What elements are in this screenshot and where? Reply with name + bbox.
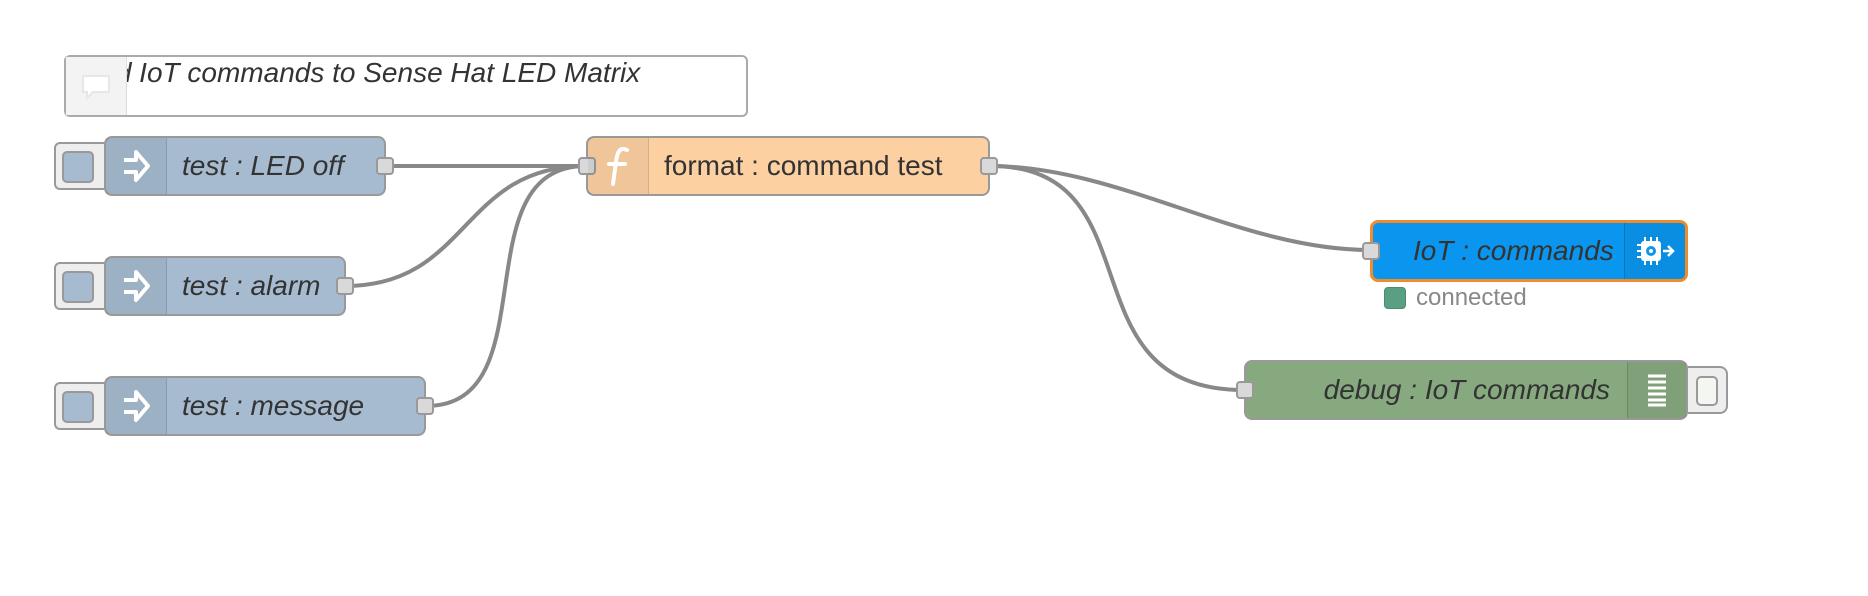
node-status: connected	[1384, 284, 1527, 312]
inject-node-led-off[interactable]: test : LED off	[104, 136, 394, 196]
inject-arrow-icon	[106, 258, 167, 314]
iot-out-node-commands[interactable]: IoT : commands	[1362, 220, 1688, 282]
input-port[interactable]	[578, 157, 596, 175]
status-text: connected	[1416, 284, 1527, 311]
input-port[interactable]	[1236, 381, 1254, 399]
wire-format-to-iot[interactable]	[989, 164, 1371, 252]
inject-button-message[interactable]	[54, 382, 106, 430]
node-label: format : command test	[664, 150, 943, 181]
output-port[interactable]	[980, 157, 998, 175]
node-label: test : alarm	[182, 270, 321, 301]
node-label: test : message	[182, 390, 365, 421]
wire-format-to-debug[interactable]	[989, 164, 1245, 392]
inject-button-led-off[interactable]	[54, 142, 106, 190]
debug-node[interactable]: debug : IoT commands	[1236, 360, 1688, 420]
inject-button-alarm[interactable]	[54, 262, 106, 310]
comment-text: Send IoT commands to Sense Hat LED Matri…	[66, 57, 641, 88]
function-node-format[interactable]: format : command test	[578, 136, 998, 196]
inject-node-alarm[interactable]: test : alarm	[104, 256, 354, 316]
function-icon	[588, 138, 649, 194]
iot-chip-icon	[1624, 223, 1685, 279]
output-port[interactable]	[336, 277, 354, 295]
output-port[interactable]	[416, 397, 434, 415]
output-port[interactable]	[376, 157, 394, 175]
debug-list-icon	[1627, 362, 1686, 418]
comment-node[interactable]: Send IoT commands to Sense Hat LED Matri…	[64, 55, 748, 117]
inject-node-message[interactable]: test : message	[104, 376, 434, 436]
node-label: IoT : commands	[1413, 235, 1614, 266]
comment-icon	[66, 57, 127, 115]
node-label: test : LED off	[182, 150, 344, 181]
wire-message-to-format[interactable]	[425, 164, 587, 408]
node-label: debug : IoT commands	[1323, 374, 1610, 405]
inject-arrow-icon	[106, 378, 167, 434]
input-port[interactable]	[1362, 242, 1380, 260]
debug-toggle-button[interactable]	[1688, 366, 1728, 414]
status-dot-icon	[1384, 287, 1406, 309]
inject-arrow-icon	[106, 138, 167, 194]
